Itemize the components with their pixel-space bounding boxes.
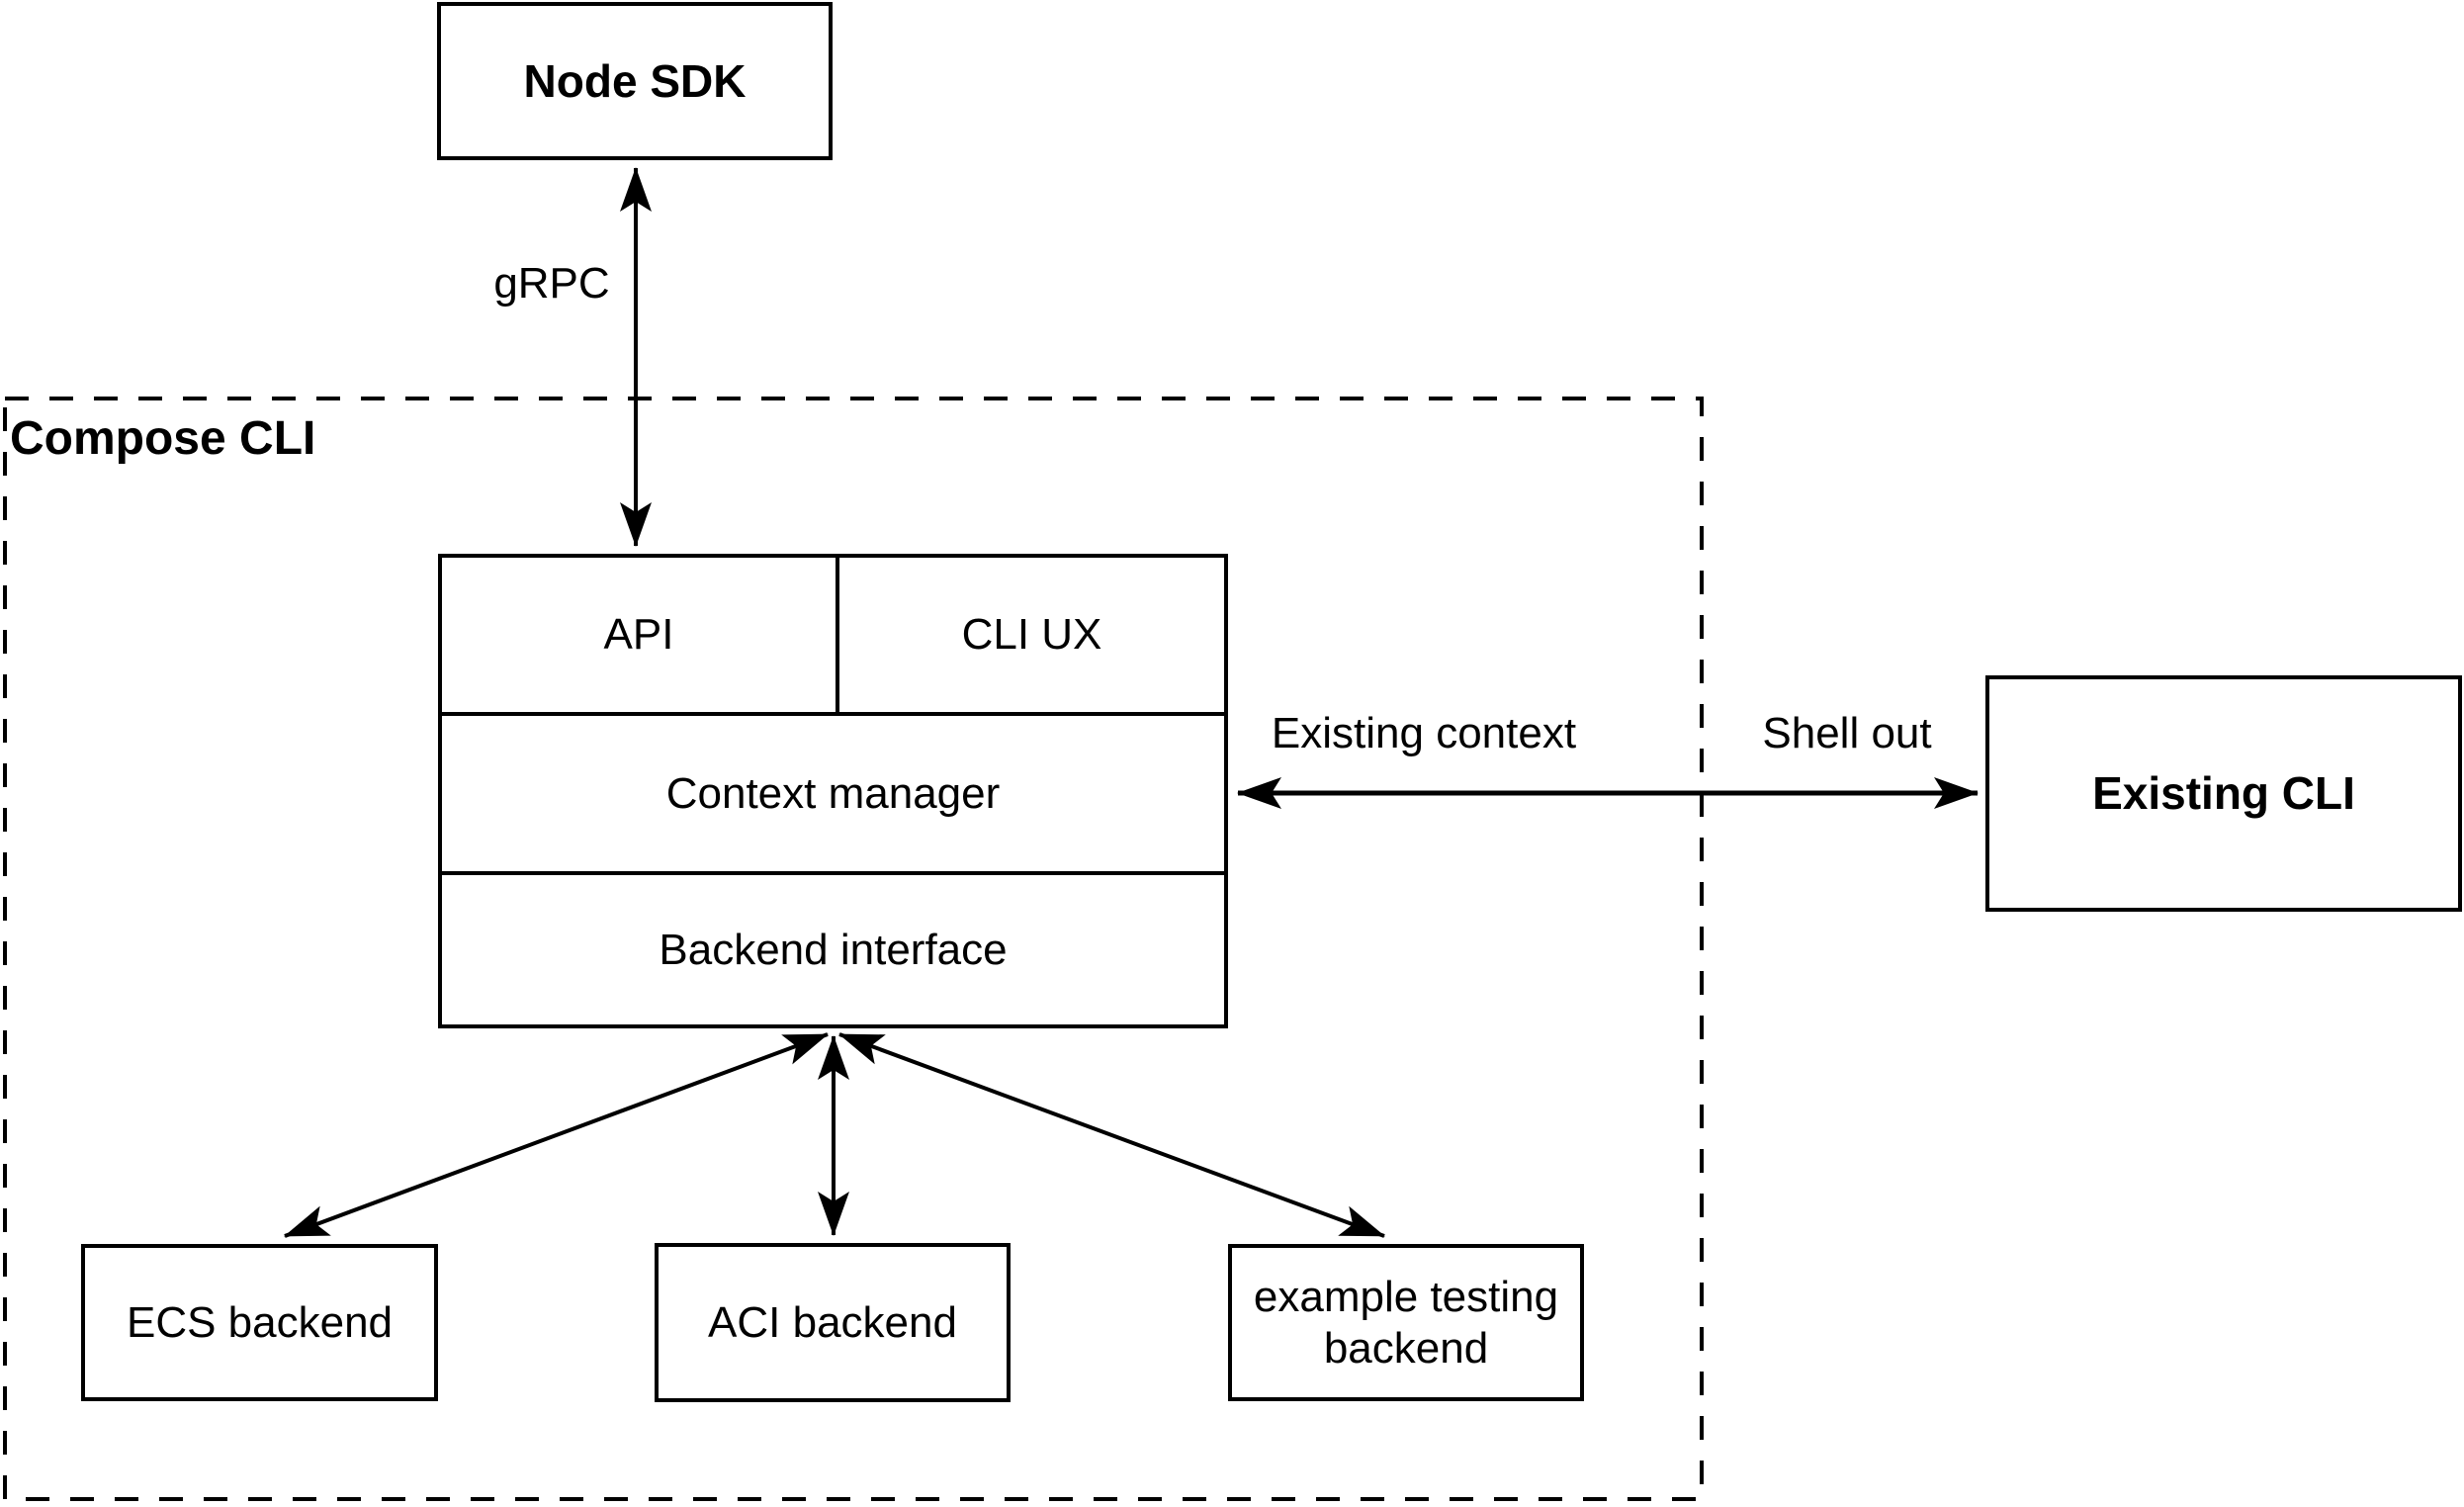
example-testing-backend-edge bbox=[838, 1032, 1385, 1238]
api-cell: API bbox=[442, 558, 839, 712]
core-box-top-row: API CLI UX bbox=[442, 558, 1224, 716]
existing-cli-box: Existing CLI bbox=[1985, 675, 2462, 912]
ecs-backend-label: ECS backend bbox=[126, 1297, 394, 1347]
compose-cli-container-label: Compose CLI bbox=[10, 412, 316, 465]
aci-backend-box: ACI backend bbox=[655, 1243, 1011, 1402]
example-testing-backend-label: example testing backend bbox=[1253, 1272, 1559, 1373]
context-manager-label: Context manager bbox=[665, 768, 1001, 818]
grpc-edge-label: gRPC bbox=[493, 259, 610, 309]
backend-interface-label: Backend interface bbox=[659, 925, 1008, 974]
ecs-backend-box: ECS backend bbox=[81, 1244, 438, 1401]
existing-context-edge-label: Existing context bbox=[1271, 709, 1577, 758]
existing-cli-label: Existing CLI bbox=[2092, 767, 2355, 820]
backend-interface-cell: Backend interface bbox=[442, 875, 1224, 1024]
api-label: API bbox=[603, 610, 674, 659]
example-testing-backend-box: example testing backend bbox=[1228, 1244, 1584, 1401]
node-sdk-label: Node SDK bbox=[523, 54, 747, 107]
compose-cli-container-border bbox=[3, 397, 1704, 1501]
compose-cli-core-box: API CLI UX Context manager Backend inter… bbox=[438, 554, 1228, 1028]
node-sdk-box: Node SDK bbox=[437, 2, 833, 160]
cli-ux-label: CLI UX bbox=[961, 610, 1102, 659]
ecs-backend-edge bbox=[284, 1032, 829, 1238]
shell-out-edge-label: Shell out bbox=[1762, 709, 1932, 758]
cli-ux-cell: CLI UX bbox=[839, 558, 1224, 712]
context-manager-cell: Context manager bbox=[442, 716, 1224, 875]
aci-backend-label: ACI backend bbox=[708, 1297, 957, 1347]
